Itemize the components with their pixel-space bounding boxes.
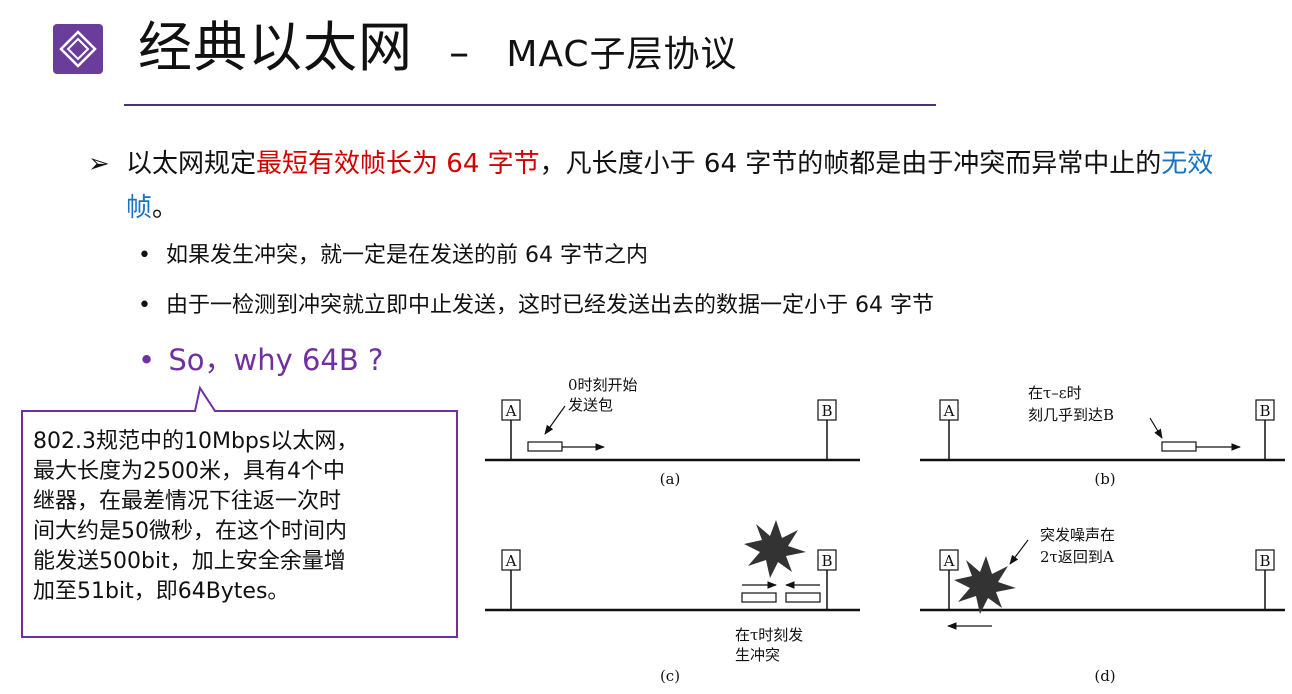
point-highlight-blue: 无效帧 xyxy=(126,149,1214,223)
title-sub: MAC子层协议 xyxy=(506,34,738,75)
panel-b: A B 在τ–ε时 刻几乎到达B (b) xyxy=(920,384,1285,488)
panel-a-caption: (a) xyxy=(660,470,681,488)
bullet-dot: • xyxy=(138,293,151,318)
station-b-label: B xyxy=(1259,552,1270,570)
panel-d-label: 2τ返回到A xyxy=(1040,548,1114,566)
diamond-layers-icon xyxy=(53,24,103,74)
panel-b-label: 刻几乎到达B xyxy=(1028,406,1114,424)
callout-line: 最大长度为2500米，具有4个中 xyxy=(33,459,345,484)
station-a-label: A xyxy=(943,402,955,420)
panel-a: A B 0时刻开始 发送包 (a) xyxy=(485,376,860,488)
bullet-dot: • xyxy=(138,343,156,377)
callout-line: 802.3规范中的10Mbps以太网， xyxy=(33,429,359,454)
callout-line: 加至51bit，即64Bytes。 xyxy=(33,579,290,604)
main-point: ➢ 以太网规定最短有效帧长为 64 字节，凡长度小于 64 字节的帧都是由于冲突… xyxy=(88,142,1238,230)
panel-b-caption: (b) xyxy=(1094,470,1115,488)
panel-a-label: 0时刻开始 xyxy=(568,376,638,394)
panel-b-label: 在τ–ε时 xyxy=(1028,384,1082,402)
panel-c-label: 生冲突 xyxy=(735,646,780,664)
panel-c: A B 在τ时刻发 生冲突 (c) xyxy=(485,520,860,685)
bullet-item: • 由于一检测到冲突就立即中止发送，这时已经发送出去的数据一定小于 64 字节 xyxy=(138,290,934,322)
collision-diagram: A B 0时刻开始 发送包 (a) A B 在τ–ε时 刻几乎到达B (b) A… xyxy=(485,376,1285,685)
bullet-text: 如果发生冲突，就一定是在发送的前 64 字节之内 xyxy=(165,243,648,268)
station-b-label: B xyxy=(821,552,832,570)
station-b-label: B xyxy=(821,402,832,420)
point-suffix: 。 xyxy=(152,193,179,223)
station-a-label: A xyxy=(943,552,955,570)
panel-d-caption: (d) xyxy=(1094,667,1115,685)
title-underline xyxy=(124,104,936,106)
title-dash: – xyxy=(449,30,471,76)
bullet-text: 由于一检测到冲突就立即中止发送，这时已经发送出去的数据一定小于 64 字节 xyxy=(165,293,934,318)
callout-text: 802.3规范中的10Mbps以太网， 最大长度为2500米，具有4个中 继器，… xyxy=(33,427,453,607)
callout-line: 间大约是50微秒，在这个时间内 xyxy=(33,519,347,544)
panel-a-label: 发送包 xyxy=(568,396,613,414)
panel-d-label: 突发噪声在 xyxy=(1040,526,1115,544)
panel-c-caption: (c) xyxy=(660,667,680,685)
point-highlight-red: 最短有效帧长为 64 字节 xyxy=(256,149,540,179)
bullet-dot: • xyxy=(138,243,151,268)
bullet-item-question: • So，why 64B ? xyxy=(138,338,383,382)
callout-line: 能发送500bit，加上安全余量增 xyxy=(33,549,346,574)
panel-d: A B 突发噪声在 2τ返回到A (d) xyxy=(920,526,1285,685)
arrow-bullet-icon: ➢ xyxy=(88,149,110,179)
panel-c-label: 在τ时刻发 xyxy=(735,626,803,644)
callout-box xyxy=(21,385,458,638)
collision-burst-icon xyxy=(744,520,806,578)
main-point-text: 以太网规定最短有效帧长为 64 字节，凡长度小于 64 字节的帧都是由于冲突而异… xyxy=(126,142,1238,230)
title-main: 经典以太网 xyxy=(138,16,413,79)
point-middle: ，凡长度小于 64 字节的帧都是由于冲突而异常中止的 xyxy=(539,149,1162,179)
bullet-item: • 如果发生冲突，就一定是在发送的前 64 字节之内 xyxy=(138,240,648,272)
station-a-label: A xyxy=(505,552,517,570)
callout-line: 继器，在最差情况下往返一次时 xyxy=(33,489,342,514)
station-a-label: A xyxy=(505,402,517,420)
point-prefix: 以太网规定 xyxy=(126,149,257,179)
collision-burst-icon xyxy=(954,556,1016,614)
page-title: 经典以太网 – MAC子层协议 xyxy=(138,12,738,91)
bullet-text: So，why 64B ? xyxy=(168,343,384,377)
station-b-label: B xyxy=(1259,402,1270,420)
